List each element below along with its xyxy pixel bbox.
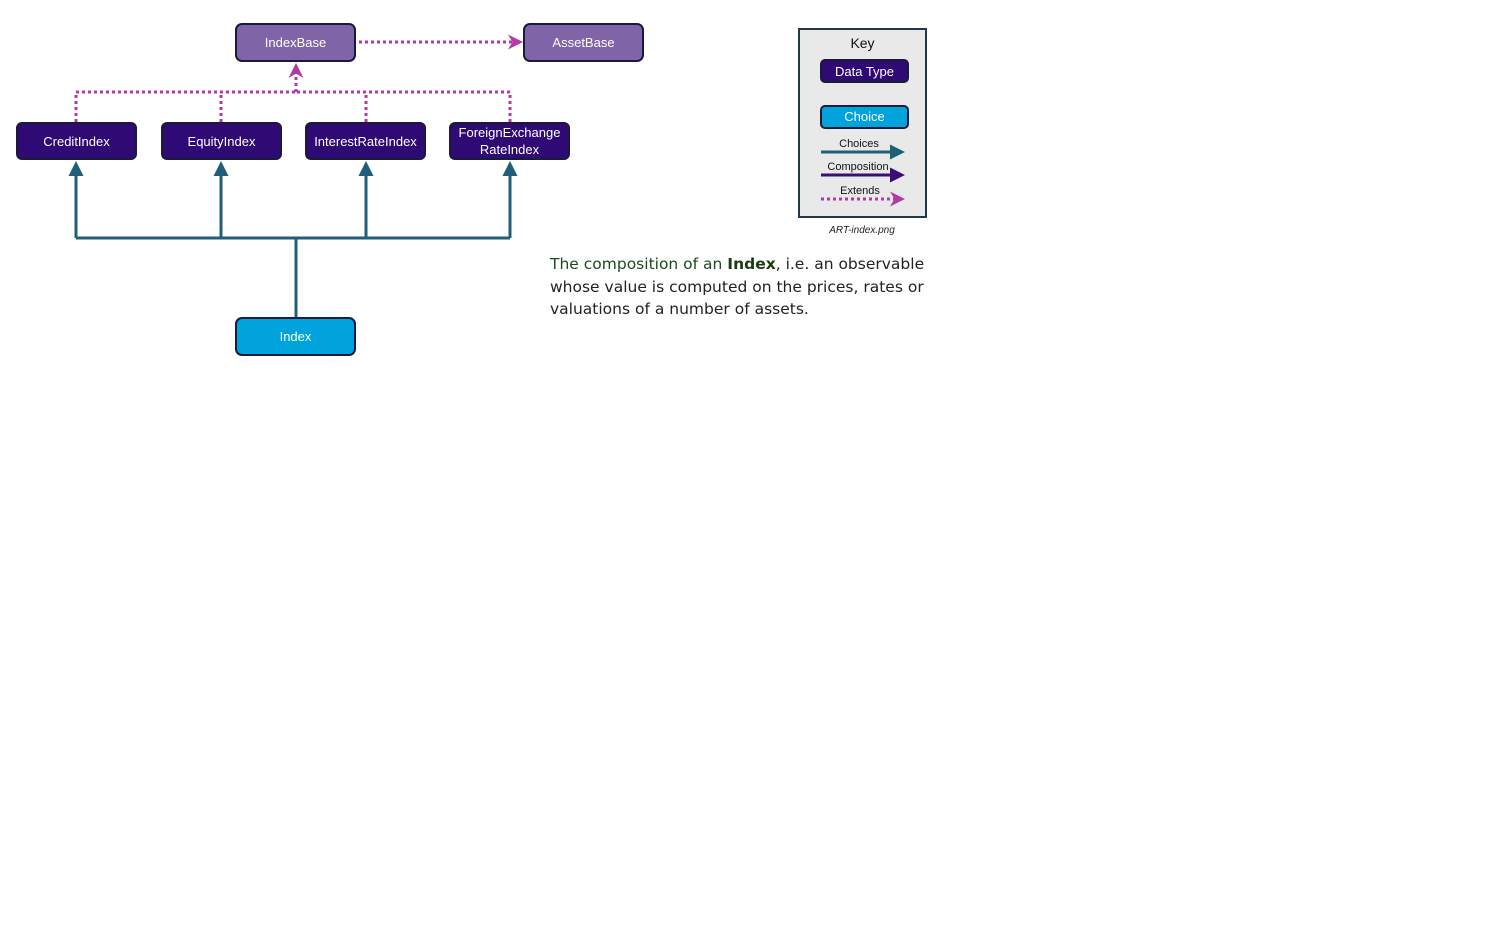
description-lead: The composition of an [550, 255, 728, 273]
extends-line-credit [74, 90, 296, 122]
legend-choice: Choice [820, 105, 909, 129]
node-fx-rate-index[interactable]: ForeignExchange RateIndex [449, 122, 570, 160]
extends-connectors [74, 34, 523, 122]
node-equity-index-label: EquityIndex [188, 134, 256, 149]
choice-connectors [68, 161, 518, 317]
node-equity-index[interactable]: EquityIndex [161, 122, 282, 160]
legend-extends-label: Extends [840, 185, 880, 197]
node-credit-index[interactable]: CreditIndex [16, 122, 137, 160]
legend-choices-label: Choices [839, 138, 879, 150]
node-index[interactable]: Index [235, 317, 356, 356]
legend: Key Data Type Choice Choices Composition… [798, 28, 927, 218]
node-asset-base-label: AssetBase [552, 35, 614, 50]
description-bold-term: Index [727, 255, 776, 273]
legend-choice-label: Choice [844, 109, 884, 124]
extends-line-fx [296, 90, 512, 122]
legend-title: Key [850, 35, 874, 51]
legend-composition-label: Composition [827, 161, 888, 173]
node-interest-rate-index[interactable]: InterestRateIndex [305, 122, 426, 160]
node-interest-rate-index-label: InterestRateIndex [314, 134, 417, 149]
node-credit-index-label: CreditIndex [43, 134, 110, 149]
node-index-label: Index [280, 329, 312, 344]
description-rest: , i.e. an observable whose value is comp… [550, 255, 925, 318]
node-fx-rate-index-label-line1: ForeignExchange [459, 125, 561, 140]
diagram-description: The composition of an Index, i.e. an obs… [550, 253, 940, 321]
legend-data-type-label: Data Type [835, 64, 894, 79]
node-index-base[interactable]: IndexBase [235, 23, 356, 62]
node-index-base-label: IndexBase [265, 35, 326, 50]
image-caption: ART-index.png [828, 225, 895, 236]
node-fx-rate-index-label-line2: RateIndex [480, 142, 540, 157]
node-asset-base[interactable]: AssetBase [523, 23, 644, 62]
legend-data-type: Data Type [820, 59, 909, 83]
